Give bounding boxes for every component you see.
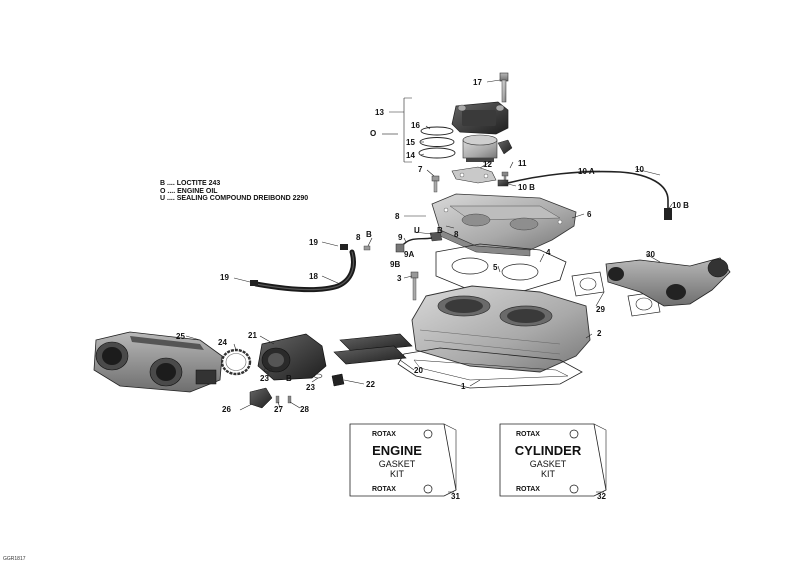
callout-16: 16 <box>411 121 420 130</box>
leader-lines <box>185 79 673 493</box>
callout-11: 11 <box>518 159 527 168</box>
legend-row-engine-oil: O .... ENGINE OIL <box>160 187 218 195</box>
callout-27: 27 <box>274 405 283 414</box>
part-27-screw <box>275 395 280 404</box>
part-11-sensor <box>497 139 513 155</box>
cylinder-gasket-kit: ROTAX CYLINDER GASKET KIT ROTAX <box>499 423 607 497</box>
callout-6: 6 <box>587 210 592 219</box>
oil-filter <box>462 134 498 162</box>
part-9-sensor <box>395 231 443 253</box>
callout-10: 10 <box>635 165 644 174</box>
callout-9: 9 <box>398 233 403 242</box>
callout-18: 18 <box>309 272 318 281</box>
rotax-logo-icon <box>423 429 433 439</box>
part-28-screw <box>287 395 292 404</box>
part-30-exhaust-manifold <box>605 257 731 307</box>
part-6-cylinder-head <box>431 193 577 257</box>
callout-26: 26 <box>222 405 231 414</box>
callout-14: 14 <box>406 151 415 160</box>
callout-10b-lower: 10 B <box>672 201 689 210</box>
part-19-hose-clamp-lower <box>250 280 258 286</box>
engine-kit-sub2: KIT <box>390 469 405 479</box>
callout-10a: 10 A <box>578 167 595 176</box>
engine-kit-sub1: GASKET <box>379 459 416 469</box>
callout-32: 32 <box>597 492 606 501</box>
marker-u-head: U <box>414 226 420 235</box>
legend: B .... LOCTITE 243 O .... ENGINE OIL U .… <box>160 180 308 203</box>
callout-30: 30 <box>646 250 655 259</box>
engine-kit-brand-bottom: ROTAX <box>372 486 396 493</box>
part-21-adapter <box>257 333 327 381</box>
rotax-logo-icon <box>569 429 579 439</box>
part-19-hose-clamp-upper <box>340 244 348 250</box>
callout-24: 24 <box>218 338 227 347</box>
callout-9a: 9A <box>404 250 414 259</box>
callout-5: 5 <box>493 263 498 272</box>
part-15-oring <box>419 137 455 147</box>
callout-12: 12 <box>483 160 492 169</box>
cylinder-kit-brand-bottom: ROTAX <box>516 486 540 493</box>
rotax-logo-icon <box>569 484 579 494</box>
engine-kit-title: ENGINE <box>372 443 422 458</box>
part-17-bolt <box>499 72 509 103</box>
callout-21: 21 <box>248 331 257 340</box>
callout-29: 29 <box>596 305 605 314</box>
callout-23-right: 23 <box>306 383 315 392</box>
callout-8-pipe: 8 <box>356 233 361 242</box>
marker-b-pipe: B <box>366 230 372 239</box>
callout-22: 22 <box>366 380 375 389</box>
callout-10b-upper: 10 B <box>518 183 535 192</box>
part-10-sensor-harness <box>497 170 672 220</box>
part-5-head-gasket <box>435 243 567 293</box>
marker-b-head: B <box>437 226 443 235</box>
legend-row-sealing: U .... SEALING COMPOUND DREIBOND 2290 <box>160 195 309 202</box>
part-3-stud <box>410 271 419 301</box>
cylinder-kit-sub1: GASKET <box>530 459 567 469</box>
part-2-cylinder <box>411 285 591 373</box>
callout-17: 17 <box>473 78 482 87</box>
callout-13: 13 <box>375 108 384 117</box>
part-7-bolt <box>431 175 440 193</box>
cylinder-kit-brand-top: ROTAX <box>516 431 540 438</box>
callout-19-lower: 19 <box>220 273 229 282</box>
rotax-logo-icon <box>423 484 433 494</box>
part-16-oring <box>420 126 454 136</box>
callout-8-head-right: 8 <box>454 230 459 239</box>
callout-31: 31 <box>451 492 460 501</box>
callout-25: 25 <box>176 332 185 341</box>
part-20-intake-plates <box>333 333 413 365</box>
callouts: 17 13 16 15 14 O 11 12 10 B 10 A 10 10 B… <box>176 78 689 501</box>
engine-gasket-kit: ROTAX ENGINE GASKET KIT ROTAX <box>349 423 457 497</box>
legend-row-loctite: B .... LOCTITE 243 <box>160 180 221 187</box>
callout-23-left: 23 <box>260 374 269 383</box>
part-22-clip <box>331 373 345 387</box>
part-26-sensor <box>249 387 273 409</box>
marker-b-throttle: B <box>286 374 292 383</box>
callout-8-head: 8 <box>395 212 400 221</box>
callout-15: 15 <box>406 138 415 147</box>
callout-3: 3 <box>397 274 402 283</box>
callout-20: 20 <box>414 366 423 375</box>
callout-4: 4 <box>546 248 551 257</box>
engine-kit-brand-top: ROTAX <box>372 431 396 438</box>
callout-19-upper: 19 <box>309 238 318 247</box>
diagram-code: GGR1817 <box>3 556 26 562</box>
callout-2: 2 <box>597 329 602 338</box>
part-18-hose <box>253 249 356 293</box>
cylinder-kit-title: CYLINDER <box>515 443 582 458</box>
part-13-housing <box>451 101 509 135</box>
callout-9b: 9B <box>390 260 400 269</box>
callout-1: 1 <box>461 382 466 391</box>
callout-7: 7 <box>418 165 423 174</box>
marker-o-13: O <box>370 129 376 138</box>
part-8-fitting <box>363 245 371 251</box>
part-12-bracket <box>451 166 497 184</box>
callout-28: 28 <box>300 405 309 414</box>
part-14-oring <box>418 147 456 159</box>
part-1-base-gasket <box>397 347 583 389</box>
cylinder-kit-sub2: KIT <box>541 469 556 479</box>
part-25-throttle-body <box>93 331 223 393</box>
part-24-clamp-ring <box>220 348 252 376</box>
